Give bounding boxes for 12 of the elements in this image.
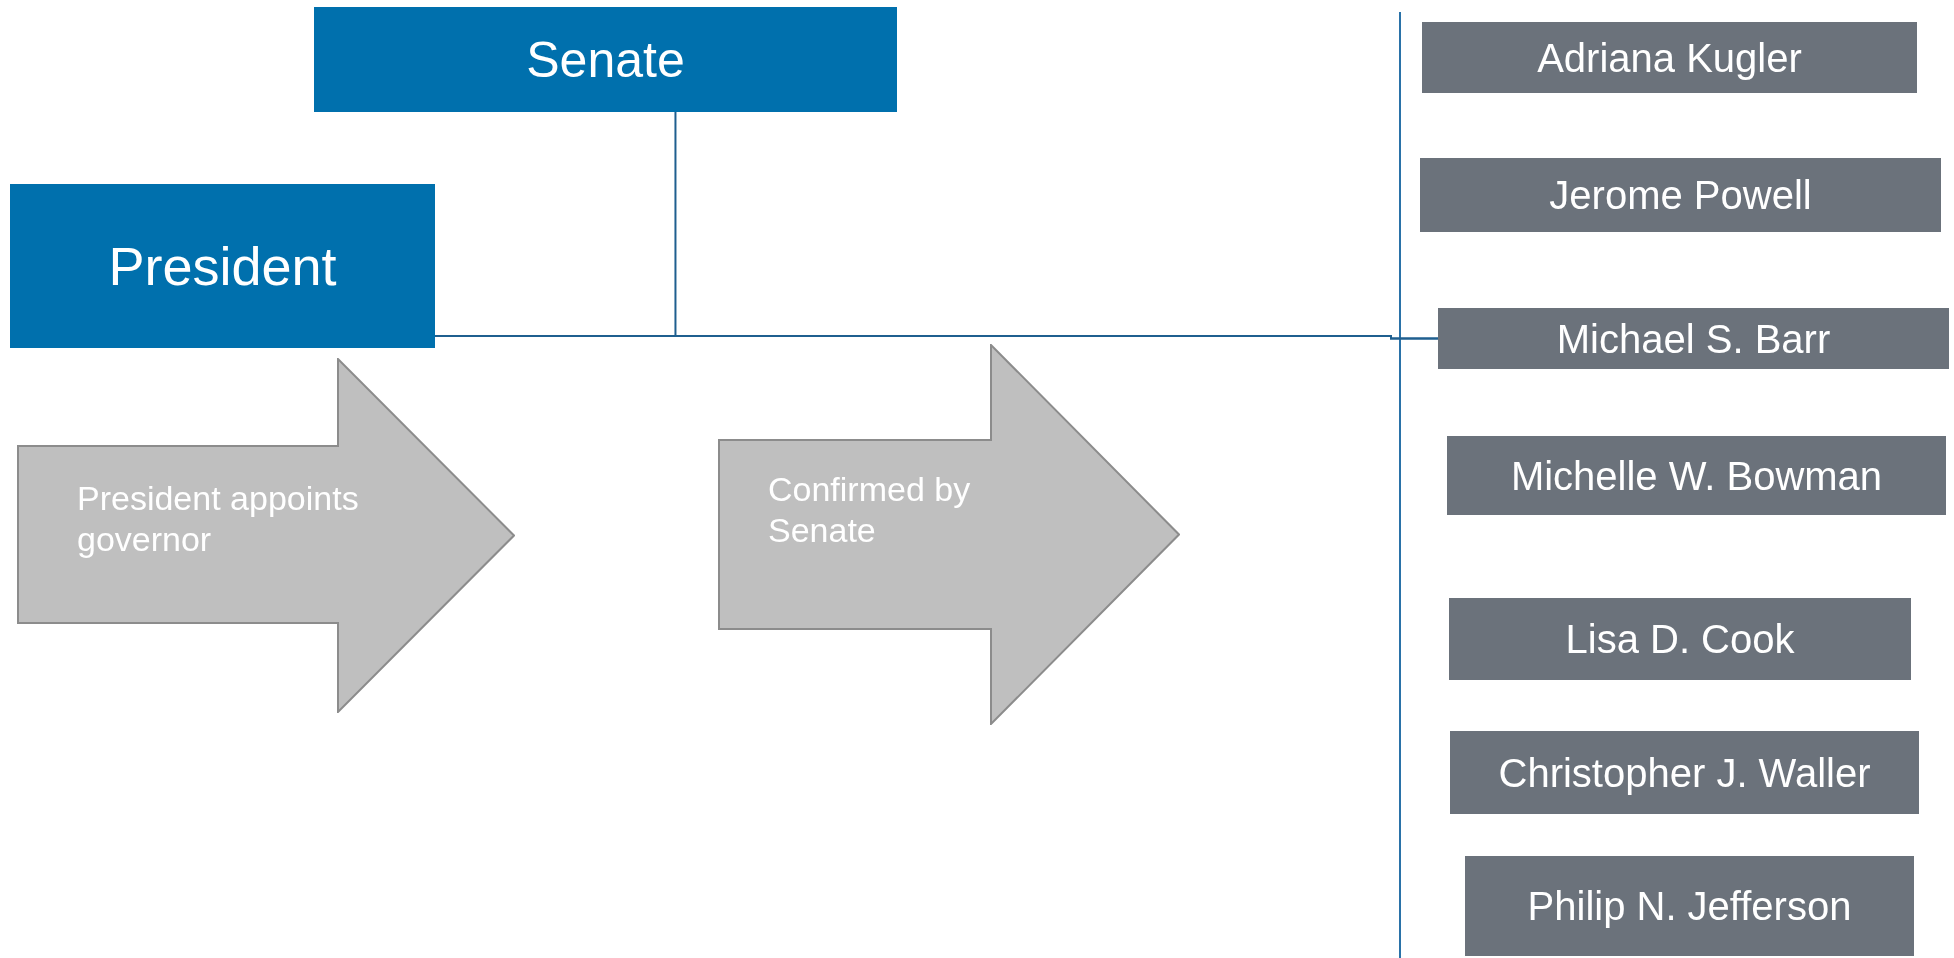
member-box: Christopher J. Waller (1450, 731, 1919, 814)
member-box: Adriana Kugler (1422, 22, 1917, 93)
member-box: Lisa D. Cook (1449, 598, 1911, 680)
member-box: Philip N. Jefferson (1465, 856, 1914, 956)
member-box: Jerome Powell (1420, 158, 1941, 232)
arrow-text: Confirmed by Senate (768, 469, 972, 551)
member-box: Michelle W. Bowman (1447, 436, 1946, 515)
title-box: Senate (314, 7, 897, 112)
arrow-text: President appoints governor (77, 478, 360, 560)
connector-line (674, 111, 1439, 340)
title-box: President (10, 184, 435, 348)
member-box: Michael S. Barr (1438, 308, 1949, 369)
